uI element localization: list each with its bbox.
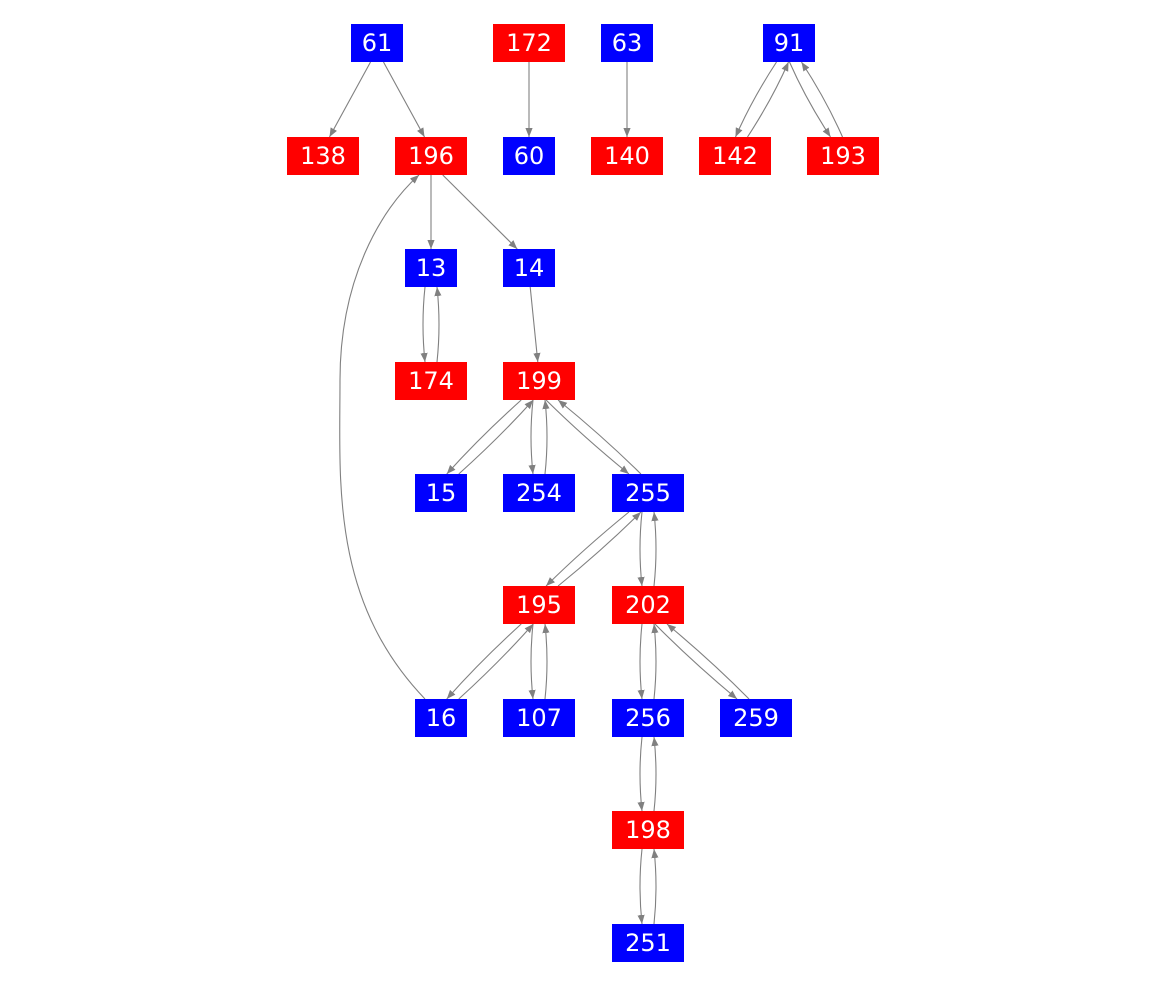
node-13[interactable]: 13 [405, 249, 457, 287]
edge-195-to-255 [557, 511, 642, 587]
edge-256-to-202 [651, 623, 659, 700]
edge-91-to-142 [734, 61, 777, 138]
edge-14-to-199 [529, 286, 541, 363]
edge-193-to-91 [801, 61, 844, 138]
edge-15-to-199 [458, 399, 534, 475]
node-254[interactable]: 254 [503, 474, 575, 512]
node-63[interactable]: 63 [601, 24, 653, 62]
edge-251-to-198 [651, 848, 659, 925]
edge-255-to-195 [545, 511, 630, 587]
node-138[interactable]: 138 [287, 137, 359, 175]
node-61[interactable]: 61 [351, 24, 403, 62]
edge-202-to-256 [637, 623, 645, 700]
edge-202-to-259 [654, 623, 738, 700]
node-199[interactable]: 199 [503, 362, 575, 400]
node-15[interactable]: 15 [415, 474, 467, 512]
edge-195-to-107 [528, 623, 536, 700]
edge-61-to-196 [382, 61, 426, 138]
node-140[interactable]: 140 [591, 137, 663, 175]
node-256[interactable]: 256 [612, 699, 684, 737]
edge-198-to-251 [637, 848, 645, 925]
edge-199-to-255 [545, 399, 630, 475]
edge-61-to-138 [328, 61, 372, 138]
node-107[interactable]: 107 [503, 699, 575, 737]
node-142[interactable]: 142 [699, 137, 771, 175]
node-91[interactable]: 91 [763, 24, 815, 62]
edge-13-to-174 [420, 286, 428, 363]
node-195[interactable]: 195 [503, 586, 575, 624]
node-174[interactable]: 174 [395, 362, 467, 400]
node-251[interactable]: 251 [612, 924, 684, 962]
edge-196-to-14 [442, 174, 518, 250]
node-196[interactable]: 196 [395, 137, 467, 175]
node-259[interactable]: 259 [720, 699, 792, 737]
edge-16-to-195 [458, 623, 534, 700]
node-16[interactable]: 16 [415, 699, 467, 737]
edge-91-to-193 [788, 61, 831, 138]
node-172[interactable]: 172 [493, 24, 565, 62]
edge-202-to-255 [651, 511, 659, 587]
edge-195-to-16 [446, 623, 522, 700]
edge-198-to-256 [651, 736, 659, 812]
edge-142-to-91 [747, 61, 790, 138]
node-14[interactable]: 14 [503, 249, 555, 287]
edge-255-to-202 [637, 511, 645, 587]
node-202[interactable]: 202 [612, 586, 684, 624]
edge-254-to-199 [542, 399, 550, 475]
edge-199-to-254 [528, 399, 536, 475]
edge-255-to-199 [557, 399, 642, 475]
edge-107-to-195 [542, 623, 550, 700]
edge-256-to-198 [637, 736, 645, 812]
node-198[interactable]: 198 [612, 811, 684, 849]
node-255[interactable]: 255 [612, 474, 684, 512]
edge-199-to-15 [446, 399, 522, 475]
edge-16-to-196 [339, 174, 426, 700]
edge-174-to-13 [434, 286, 442, 363]
node-60[interactable]: 60 [503, 137, 555, 175]
node-193[interactable]: 193 [807, 137, 879, 175]
edge-259-to-202 [666, 623, 750, 700]
